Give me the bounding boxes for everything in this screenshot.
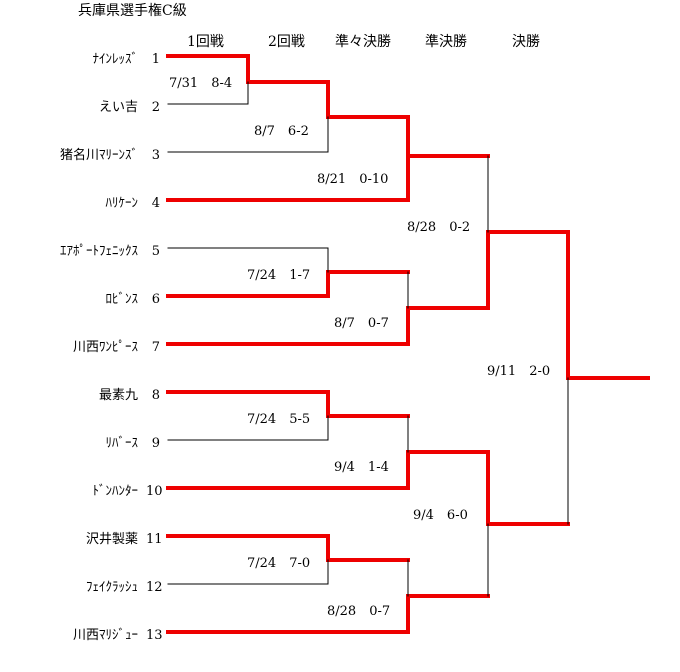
team-name: 最素九 — [98, 388, 138, 403]
team-entry: 沢井製薬 11 — [0, 528, 163, 547]
team-name: ﾌｪｲｸﾗｯｼｭ — [86, 580, 138, 595]
match-result: 8/28 0-7 — [327, 604, 391, 619]
team-name: 川西ﾏﾘｼﾞｭｰ — [72, 628, 138, 643]
team-number: 3 — [151, 148, 160, 163]
team-name: ﾛﾋﾞﾝｽ — [105, 292, 139, 307]
team-number: 13 — [146, 628, 163, 643]
team-number: 8 — [151, 388, 160, 403]
team-number: 4 — [151, 196, 160, 211]
tournament-title: 兵庫県選手権C級 — [78, 3, 187, 19]
team-entry: 川西ﾜﾝﾋﾟｰｽ 7 — [0, 336, 160, 355]
team-number: 12 — [146, 580, 163, 595]
team-number: 5 — [151, 244, 160, 259]
team-entry: ﾅｲﾝﾚｯｽﾞ 1 — [0, 48, 161, 67]
team-number: 7 — [151, 340, 160, 355]
team-name: ﾅｲﾝﾚｯｽﾞ — [92, 52, 139, 67]
team-name: 猪名川ﾏﾘｰﾝｽﾞ — [59, 148, 138, 163]
match-result: 9/4 6-0 — [413, 508, 468, 523]
team-number: 6 — [151, 292, 160, 307]
team-name: えい吉 — [98, 100, 138, 115]
match-result: 7/24 5-5 — [247, 412, 311, 427]
team-name: ｴｱﾎﾟｰﾄﾌｪﾆｯｸｽ — [60, 244, 138, 259]
match-result: 7/24 7-0 — [247, 556, 311, 571]
round-label-quarterfinal: 準々決勝 — [335, 34, 391, 50]
team-entry: ﾊﾘｹｰﾝ 4 — [0, 192, 161, 211]
match-result: 8/7 6-2 — [254, 124, 309, 139]
round-label-semifinal: 準決勝 — [425, 34, 467, 50]
round-label-first: 1回戦 — [187, 34, 224, 50]
team-entry: ﾌｪｲｸﾗｯｼｭ 12 — [0, 576, 163, 595]
match-result: 8/28 0-2 — [407, 220, 471, 235]
round-label-second: 2回戦 — [268, 34, 305, 50]
team-entry: 猪名川ﾏﾘｰﾝｽﾞ 3 — [0, 144, 160, 163]
team-number: 1 — [151, 52, 160, 67]
match-result: 7/31 8-4 — [169, 76, 233, 91]
team-number: 10 — [146, 484, 163, 499]
team-number: 2 — [151, 100, 160, 115]
team-number: 9 — [151, 436, 160, 451]
match-result: 9/4 1-4 — [334, 460, 389, 475]
team-entry: 川西ﾏﾘｼﾞｭｰ 13 — [0, 624, 163, 643]
team-name: 川西ﾜﾝﾋﾟｰｽ — [72, 340, 138, 355]
match-result: 9/11 2-0 — [487, 364, 551, 379]
team-name: ﾘﾊﾞｰｽ — [105, 436, 139, 451]
team-entry: ﾛﾋﾞﾝｽ 6 — [0, 288, 161, 307]
match-result: 8/7 0-7 — [334, 316, 389, 331]
round-label-final: 決勝 — [512, 34, 540, 50]
team-entry: えい吉 2 — [0, 96, 160, 115]
match-result: 8/21 0-10 — [317, 172, 389, 187]
match-result: 7/24 1-7 — [247, 268, 311, 283]
team-name: 沢井製薬 — [85, 532, 138, 547]
team-name: ﾊﾘｹｰﾝ — [105, 196, 139, 211]
team-entry: ﾘﾊﾞｰｽ 9 — [0, 432, 161, 451]
team-name: ﾄﾞﾝﾊﾝﾀｰ — [92, 484, 139, 499]
team-entry: 最素九 8 — [0, 384, 160, 403]
team-entry: ｴｱﾎﾟｰﾄﾌｪﾆｯｸｽ 5 — [0, 240, 160, 259]
team-number: 11 — [146, 532, 163, 547]
team-entry: ﾄﾞﾝﾊﾝﾀｰ 10 — [0, 480, 163, 499]
